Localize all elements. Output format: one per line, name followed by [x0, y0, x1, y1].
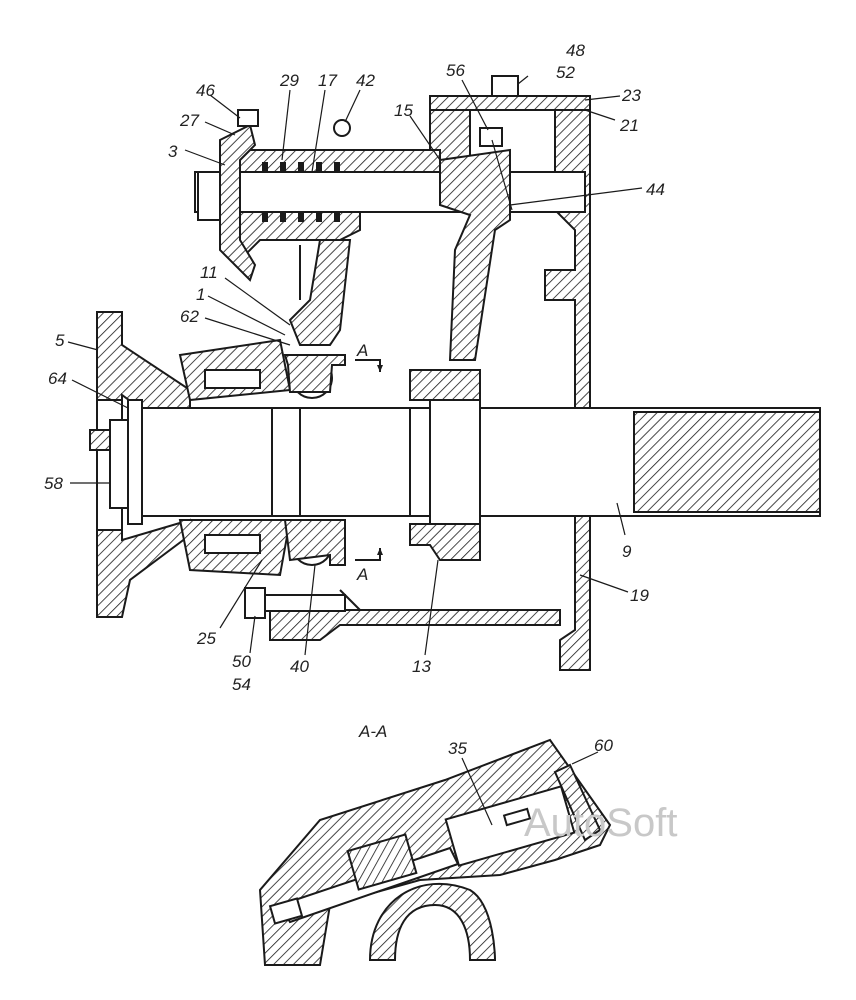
label-23: 23: [621, 86, 641, 105]
label-1: 1: [196, 285, 205, 304]
shift-rail: [194, 171, 586, 213]
label-58: 58: [44, 474, 63, 493]
sliding-clutch: [409, 369, 481, 561]
watermark: AutoSoft: [524, 801, 677, 845]
label-64: 64: [48, 369, 67, 388]
label-3: 3: [168, 142, 178, 161]
label-27: 27: [179, 111, 199, 130]
bolt-head: [491, 75, 519, 97]
label-35: 35: [448, 739, 467, 758]
label-21: 21: [619, 116, 639, 135]
label-29: 29: [279, 71, 299, 90]
shift-rail-assembly: [194, 109, 586, 361]
label-50: 50: [232, 652, 251, 671]
label-62: 62: [180, 307, 199, 326]
label-13: 13: [412, 657, 431, 676]
label-11: 11: [200, 263, 218, 282]
main-housing: [269, 75, 591, 671]
label-44: 44: [646, 180, 665, 199]
label-54: 54: [232, 675, 251, 694]
part-labels: 48 52 56 23 21 44 46 29 17 42 15 27 3 11…: [44, 41, 665, 758]
spring: [262, 162, 340, 222]
label-52: 52: [556, 63, 575, 82]
label-40: 40: [290, 657, 309, 676]
label-46: 46: [196, 81, 215, 100]
label-60: 60: [594, 736, 613, 755]
leader-lines: [67, 75, 643, 826]
section-marker-top: A: [356, 341, 368, 360]
flange: [89, 311, 191, 618]
section-marker-bottom: A: [356, 565, 368, 584]
label-56: 56: [446, 61, 465, 80]
section-a-a: [258, 738, 612, 966]
section-markers: A A A-A: [356, 341, 387, 741]
label-9: 9: [622, 542, 632, 561]
section-title: A-A: [358, 722, 387, 741]
label-15: 15: [394, 101, 413, 120]
label-25: 25: [196, 629, 216, 648]
label-48: 48: [566, 41, 585, 60]
label-5: 5: [55, 331, 65, 350]
label-42: 42: [356, 71, 375, 90]
seal-and-bearing: [178, 338, 346, 619]
label-19: 19: [630, 586, 649, 605]
label-17: 17: [318, 71, 337, 90]
